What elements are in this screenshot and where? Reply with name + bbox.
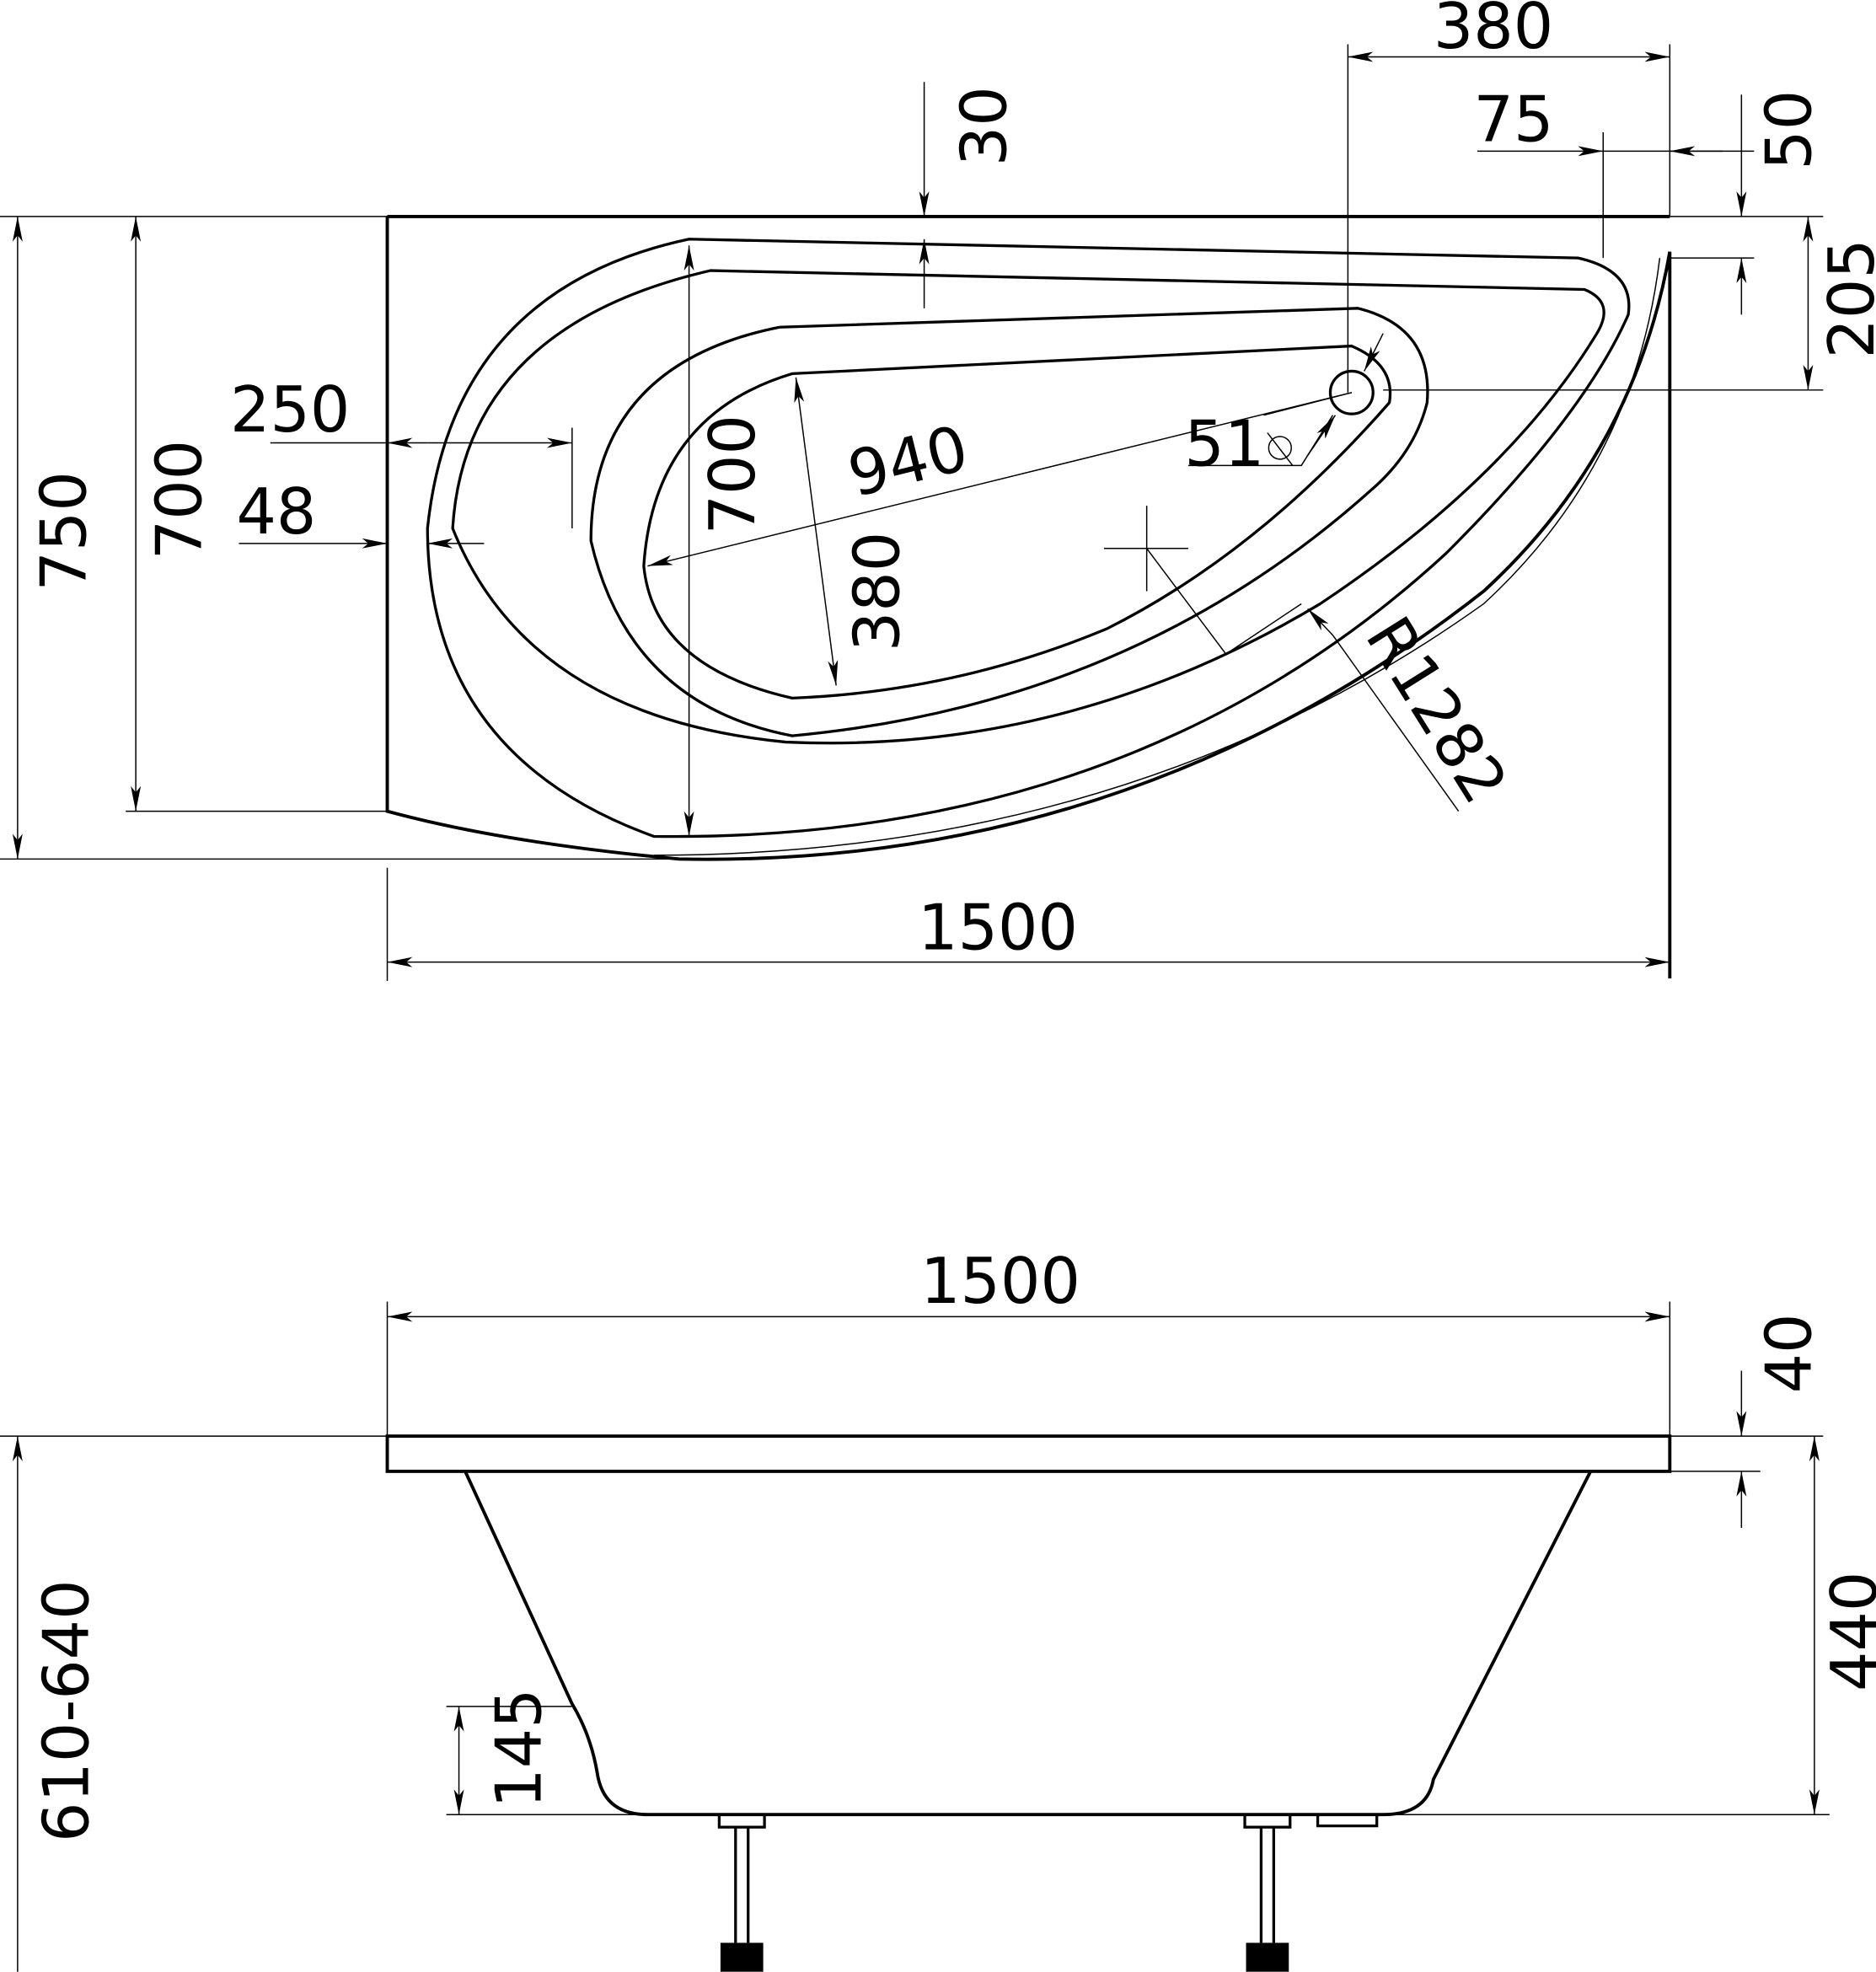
dim-700-left: 700 [143,440,217,560]
drain-outlet [1316,1814,1379,1828]
dim-51: 51 [1184,407,1264,480]
tub-body [464,1471,1593,1817]
dim-50: 50 [1752,90,1825,170]
tub-outline [385,214,1672,979]
outer-edge-line [653,258,1661,856]
dim-380-top: 380 [1434,0,1553,63]
leg-right [1243,1813,1292,1972]
basin-outer [589,307,1429,737]
dim-145: 145 [483,1688,556,1808]
leg-left [717,1813,766,1972]
rim-outer [426,238,1631,839]
drain-hole [1328,369,1375,415]
dimension-lines [0,44,1824,982]
dim-75: 75 [1474,83,1554,156]
basin-inner [642,344,1392,699]
diameter-icon [1267,432,1294,466]
dim-700-basin: 700 [696,415,769,534]
rim [385,1434,1672,1473]
dim-440: 440 [1818,1572,1876,1691]
dim-250: 250 [230,373,350,447]
dim-610-640: 610-640 [29,1579,103,1842]
side-view: 1500 40 440 610-640 145 [0,1245,1876,1972]
dim-1500-top: 1500 [918,892,1078,965]
dim-380-basin: 380 [841,532,914,651]
dim-940: 940 [841,411,975,512]
dim-1500-side: 1500 [920,1245,1080,1318]
rim-inner [451,269,1605,745]
dim-205: 205 [1815,238,1876,358]
dim-750: 750 [27,471,100,591]
dim-48: 48 [236,475,316,549]
side-dimension-lines [0,1301,1830,1972]
top-view: 380 75 50 30 205 250 48 750 700 700 940 … [0,0,1876,982]
dim-40: 40 [1752,1313,1825,1393]
center-mark [1103,506,1302,656]
dim-30: 30 [948,86,1021,166]
